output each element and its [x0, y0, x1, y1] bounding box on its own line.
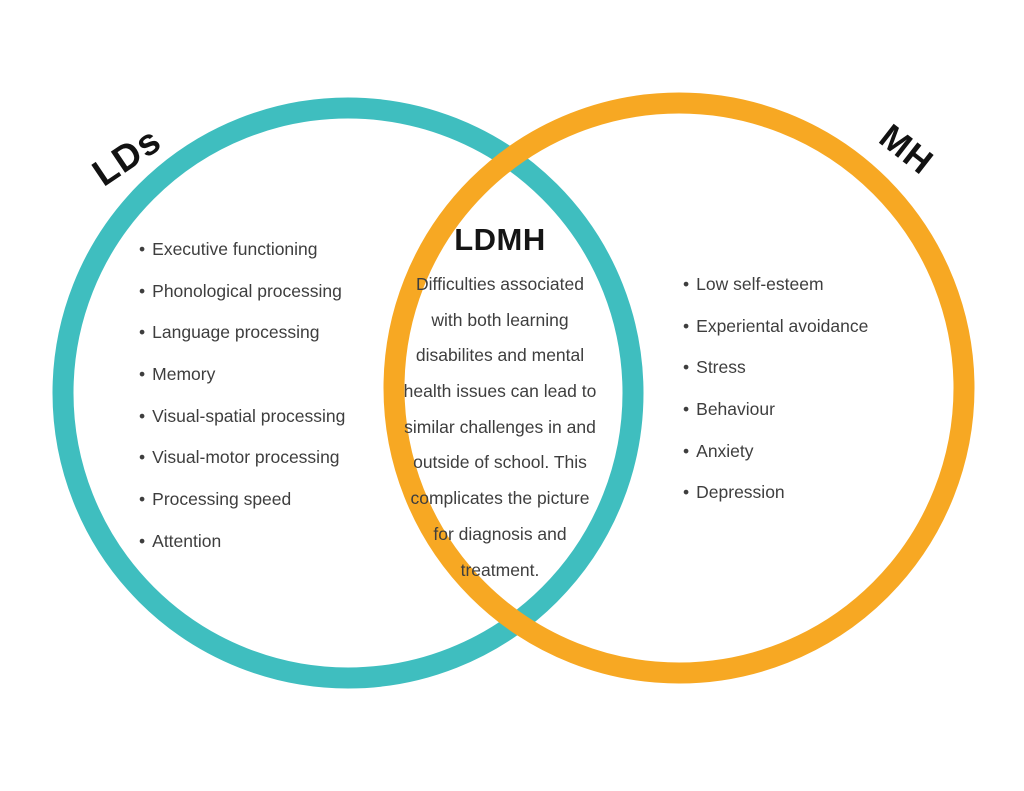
mh-circle: [383, 92, 975, 684]
bullet-icon: •: [139, 280, 146, 301]
bullet-icon: •: [139, 322, 146, 343]
bullet-icon: •: [139, 447, 146, 468]
list-item: • Visual-spatial processing: [139, 396, 345, 438]
bullet-icon: •: [139, 530, 146, 551]
list-item-label: Memory: [152, 364, 216, 385]
bullet-icon: •: [139, 239, 146, 259]
list-item: • Depression: [683, 472, 868, 514]
list-item: • Anxiety: [683, 431, 868, 473]
description-line: similar challenges in and: [404, 416, 596, 437]
description-line: complicates the picture: [410, 488, 590, 509]
list-item: • Visual-motor processing: [139, 437, 345, 479]
description-line: treatment.: [460, 559, 540, 580]
list-item-label: Processing speed: [152, 489, 292, 510]
description-line: with both learning: [431, 309, 569, 330]
list-item: • Phonological processing: [139, 271, 345, 313]
list-item: • Language processing: [139, 312, 345, 354]
bullet-icon: •: [683, 357, 690, 378]
list-item: • Behaviour: [683, 389, 868, 431]
lds-circle: [52, 97, 644, 689]
list-item-label: Executive functioning: [152, 239, 318, 259]
list-item-label: Language processing: [152, 322, 320, 343]
intersection-heading: LDMH: [454, 222, 546, 257]
list-item-label: Visual-spatial processing: [152, 405, 346, 426]
intersection-description: Difficulties associated with both learnin…: [388, 267, 612, 588]
list-item: • Experiental avoidance: [683, 306, 868, 348]
list-item: • Executive functioning: [139, 229, 345, 271]
bullet-icon: •: [139, 405, 146, 426]
list-item: • Low self-esteem: [683, 264, 868, 306]
bullet-icon: •: [683, 482, 690, 503]
description-line: outside of school. This: [413, 452, 587, 473]
list-item-label: Low self-esteem: [696, 274, 824, 294]
list-item-label: Phonological processing: [152, 280, 342, 301]
list-item-label: Depression: [696, 482, 785, 503]
bullet-icon: •: [683, 315, 690, 336]
bullet-icon: •: [683, 440, 690, 461]
bullet-icon: •: [683, 399, 690, 420]
bullet-icon: •: [139, 364, 146, 385]
description-line: health issues can lead to: [403, 381, 597, 402]
list-item: • Processing speed: [139, 479, 345, 521]
mh-item-list: •Low self-esteem •Experiental avoidance …: [683, 264, 868, 514]
list-item-label: Experiental avoidance: [696, 315, 869, 336]
list-item-label: Visual-motor processing: [152, 447, 340, 468]
list-item-label: Anxiety: [696, 440, 754, 461]
list-item: • Attention: [139, 521, 345, 563]
list-item: • Memory: [139, 354, 345, 396]
description-line: Difficulties associated: [416, 274, 584, 294]
list-item: • Stress: [683, 347, 868, 389]
lds-item-list: • Executive functioning • Phonological pro…: [139, 229, 345, 563]
bullet-icon: •: [139, 489, 146, 510]
description-line: disabilites and mental: [415, 345, 585, 366]
bullet-icon: •: [683, 274, 690, 294]
list-item-label: Stress: [696, 357, 746, 378]
list-item-label: Attention: [152, 530, 222, 551]
list-item-label: Behaviour: [696, 399, 775, 420]
description-line: for diagnosis and: [433, 523, 567, 544]
